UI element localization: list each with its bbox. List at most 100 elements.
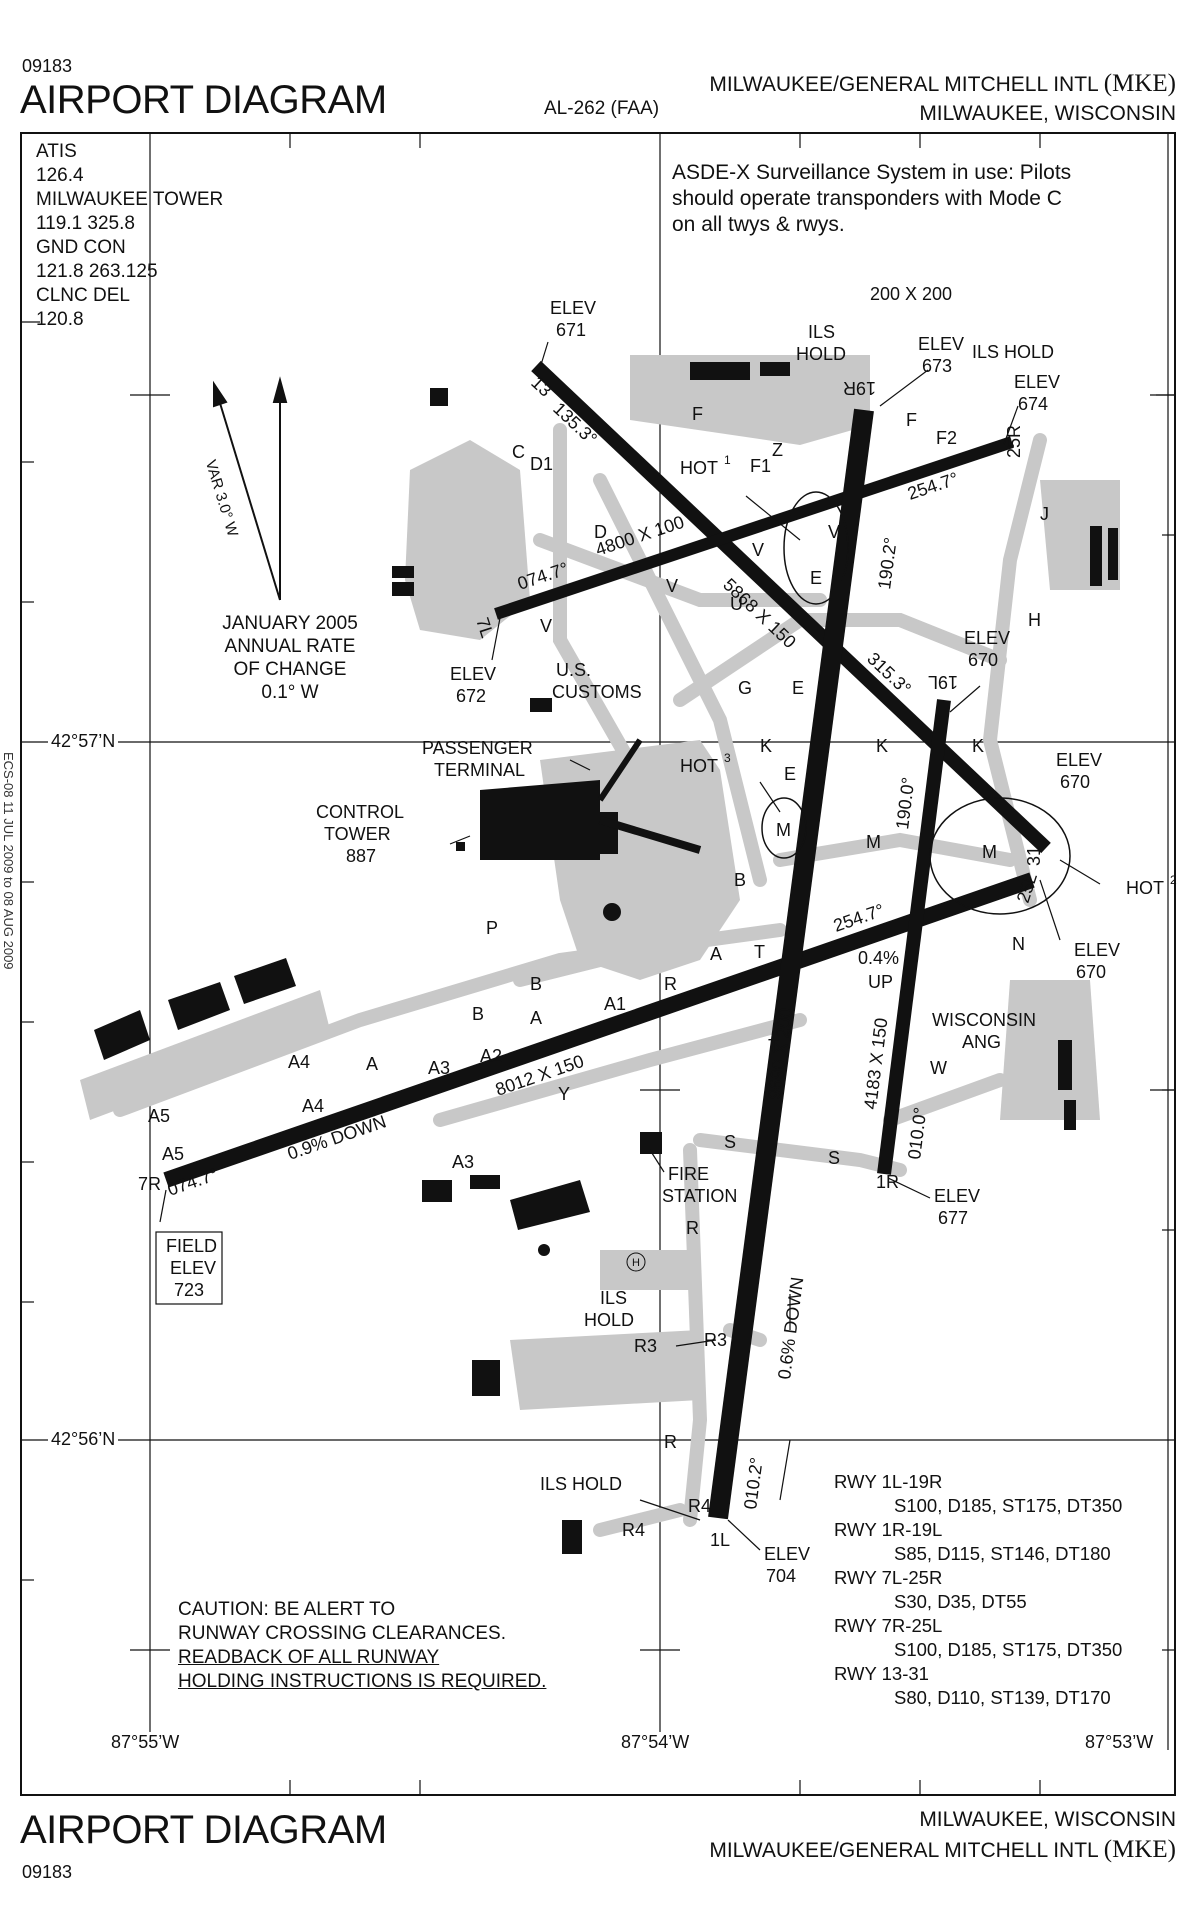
customs-bldg bbox=[530, 698, 552, 712]
twy-a1: A1 bbox=[604, 994, 626, 1014]
rwy-5-name: RWY 13-31 bbox=[834, 1663, 929, 1684]
ils-hold-south-3: ILS HOLD bbox=[540, 1474, 622, 1494]
passenger-terminal-building bbox=[480, 780, 600, 860]
lat-label-2: 42°56’N bbox=[48, 1429, 119, 1450]
diagram-title-top: AIRPORT DIAGRAM bbox=[20, 78, 387, 122]
twy-r3-2: R3 bbox=[704, 1330, 727, 1350]
twy-f-2: F bbox=[906, 410, 917, 430]
atis-label: ATIS bbox=[36, 141, 77, 162]
buildings bbox=[94, 362, 1118, 1554]
twy-a4: A4 bbox=[288, 1052, 310, 1072]
ang-1: WISCONSIN bbox=[932, 1010, 1036, 1030]
twy-r4-2: R4 bbox=[688, 1496, 711, 1516]
elev-670a-label: ELEV bbox=[964, 628, 1010, 648]
twy-m-2: M bbox=[866, 832, 881, 852]
twy-r-2: R bbox=[686, 1218, 699, 1238]
grade-up-label: UP bbox=[868, 972, 893, 992]
hot1-number: 1 bbox=[724, 453, 731, 467]
twy-h: H bbox=[1028, 610, 1041, 630]
twy-m-1: M bbox=[776, 820, 791, 840]
elev-671: 671 bbox=[556, 320, 586, 340]
ils-hold-ne: ILS HOLD bbox=[972, 342, 1054, 362]
south-hangar-1 bbox=[422, 1180, 452, 1202]
variation-arrows bbox=[213, 376, 288, 601]
south-apron bbox=[510, 1330, 700, 1410]
elev-670b-label: ELEV bbox=[1056, 750, 1102, 770]
taxiway-a bbox=[113, 923, 787, 1117]
change-line-3: OF CHANGE bbox=[233, 659, 347, 680]
twy-d: D bbox=[594, 522, 607, 542]
tower-freq: 119.1 325.8 bbox=[36, 213, 135, 234]
elev-677: 677 bbox=[938, 1208, 968, 1228]
procedure-number: 09183 bbox=[22, 56, 73, 76]
elev-674: 674 bbox=[1018, 394, 1048, 414]
hangar-w1 bbox=[94, 1010, 150, 1060]
hot-spots bbox=[761, 491, 1071, 915]
rwy-4-name: RWY 7R-25L bbox=[834, 1615, 943, 1636]
caution-block: CAUTION: BE ALERT TO RUNWAY CROSSING CLE… bbox=[178, 1598, 546, 1694]
south-tank bbox=[538, 1244, 550, 1256]
passenger-terminal-1: PASSENGER bbox=[422, 738, 533, 758]
runway-strength-block: RWY 1L-19R S100, D185, ST175, DT350 RWY … bbox=[834, 1470, 1122, 1710]
field-elev-value: 723 bbox=[174, 1280, 204, 1300]
lon-label-1: 87°55’W bbox=[108, 1732, 183, 1753]
helipad-letter: H bbox=[632, 1257, 640, 1269]
twy-b-2: B bbox=[472, 1004, 484, 1024]
twy-k-2: K bbox=[876, 736, 888, 756]
runways bbox=[163, 360, 1051, 1520]
twy-b-3: B bbox=[734, 870, 746, 890]
twy-w: W bbox=[930, 1058, 947, 1078]
runway-7l-25r bbox=[494, 436, 1014, 620]
rwy-end-7r: 7R bbox=[138, 1174, 161, 1194]
twy-b-1: B bbox=[530, 974, 542, 994]
hangar-w3 bbox=[234, 958, 296, 1004]
hot-spot-3 bbox=[761, 797, 807, 859]
lon-label-3: 87°53’W bbox=[1082, 1732, 1157, 1753]
twy-d1: D1 bbox=[530, 454, 553, 474]
fire-station-1: FIRE bbox=[668, 1164, 709, 1184]
clearance-freq: 120.8 bbox=[36, 309, 84, 330]
asde-line-1: ASDE-X Surveillance System in use: Pilot… bbox=[672, 161, 1072, 184]
ang-apron bbox=[1000, 980, 1100, 1120]
hangar-w2 bbox=[168, 982, 230, 1030]
taxiway-k bbox=[673, 613, 1007, 707]
magnetic-north-arrowhead bbox=[213, 380, 228, 408]
airport-code: (MKE) bbox=[1103, 70, 1176, 97]
taxiway-w bbox=[883, 1073, 1007, 1127]
rwy-end-1r: 1R bbox=[876, 1172, 899, 1192]
twy-a-1: A bbox=[366, 1054, 378, 1074]
bldg-north-2 bbox=[392, 566, 414, 578]
twy-k-3: K bbox=[972, 736, 984, 756]
twy-z: Z bbox=[772, 440, 783, 460]
hot3-label: HOT bbox=[680, 756, 718, 776]
twy-r-1: R bbox=[664, 974, 677, 994]
field-elev-box bbox=[155, 1231, 223, 1305]
ils-hold-south-2: HOLD bbox=[584, 1310, 634, 1330]
rwy-end-31: 31 bbox=[1024, 846, 1044, 866]
runway-7r-25l bbox=[163, 872, 1035, 1188]
field-elev-line1: FIELD bbox=[166, 1236, 217, 1256]
north-cargo-apron bbox=[405, 440, 530, 640]
taxiway-d bbox=[553, 423, 647, 787]
twy-f1: F1 bbox=[750, 456, 771, 476]
rwy-end-19r: 19R bbox=[843, 378, 876, 398]
twy-g: G bbox=[738, 678, 752, 698]
runway-1r-19l bbox=[877, 699, 951, 1175]
ground-label: GND CON bbox=[36, 237, 126, 258]
twy-a5-south: A5 bbox=[162, 1144, 184, 1164]
frequency-block: ATIS 126.4 MILWAUKEE TOWER 119.1 325.8 G… bbox=[36, 140, 223, 332]
ang-bldg-1 bbox=[1058, 1040, 1072, 1090]
ground-freq: 121.8 263.125 bbox=[36, 261, 158, 282]
diagram-title-bottom: AIRPORT DIAGRAM bbox=[20, 1808, 387, 1852]
lon-label-2: 87°54’W bbox=[618, 1732, 693, 1753]
twy-s-1: S bbox=[724, 1132, 736, 1152]
twy-f-1: F bbox=[692, 404, 703, 424]
rwy-3-name: RWY 7L-25R bbox=[834, 1567, 943, 1588]
ils-hold-south-1: ILS bbox=[600, 1288, 627, 1308]
doc-id: AL-262 (FAA) bbox=[544, 98, 660, 119]
north-hangar-2 bbox=[760, 362, 790, 376]
airport-name-b: MILWAUKEE/GENERAL MITCHELL INTL bbox=[709, 1839, 1098, 1862]
taxiway-b bbox=[513, 953, 607, 987]
elev-673: 673 bbox=[922, 356, 952, 376]
elev-672-label: ELEV bbox=[450, 664, 496, 684]
